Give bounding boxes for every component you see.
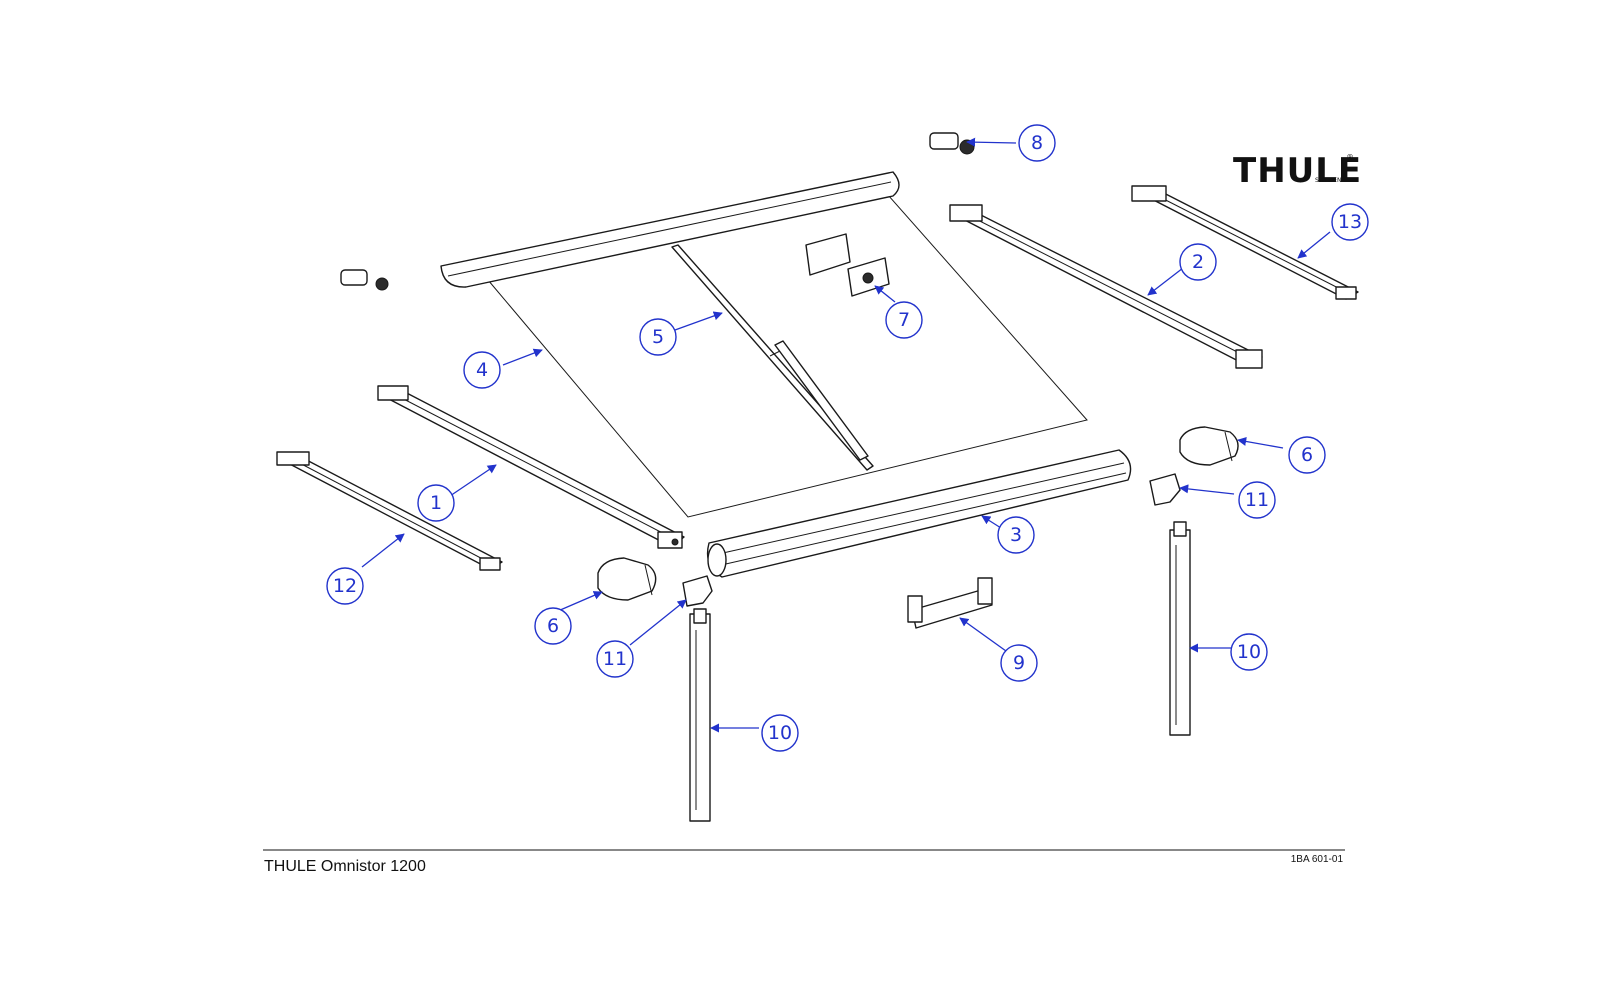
part-end-cap-roller-left bbox=[597, 557, 657, 601]
callout-11b-label: 11 bbox=[1245, 489, 1269, 511]
callout-2-label: 2 bbox=[1192, 251, 1204, 273]
part-left-lower-arm bbox=[276, 451, 503, 571]
part-left-arm bbox=[377, 385, 685, 549]
part-rail-holder bbox=[907, 577, 993, 629]
part-end-cap-roller-right bbox=[1179, 426, 1239, 466]
callout-6b: 6 bbox=[1288, 436, 1326, 474]
callout-1: 1 bbox=[417, 484, 455, 522]
part-leg-left bbox=[689, 608, 711, 822]
part-leg-right bbox=[1169, 521, 1191, 736]
callout-7-label: 7 bbox=[898, 309, 910, 331]
callout-6b-label: 6 bbox=[1301, 444, 1313, 466]
callout-13: 13 bbox=[1331, 203, 1369, 241]
callout-10a: 10 bbox=[761, 714, 799, 752]
callout-12-label: 12 bbox=[333, 575, 357, 597]
callout-leaders bbox=[361, 137, 1331, 733]
part-clamp-right bbox=[1149, 473, 1181, 506]
footer-doc-code: 1BA 601-01 bbox=[1291, 854, 1344, 865]
part-end-cap-screw bbox=[929, 132, 975, 155]
callout-5: 5 bbox=[639, 318, 677, 356]
callout-4-label: 4 bbox=[476, 359, 488, 381]
callout-10b-label: 10 bbox=[1237, 641, 1261, 663]
callout-3: 3 bbox=[997, 516, 1035, 554]
thule-logo-text: THULE bbox=[1233, 151, 1362, 191]
callout-2: 2 bbox=[1179, 243, 1217, 281]
callout-3-label: 3 bbox=[1010, 524, 1022, 546]
part-wall-brackets bbox=[805, 233, 890, 297]
callout-12: 12 bbox=[326, 567, 364, 605]
footer: THULE Omnistor 1200 1BA 601-01 bbox=[263, 849, 1345, 875]
registered-mark: ® bbox=[1346, 153, 1354, 162]
part-end-cap-left bbox=[340, 269, 389, 291]
part-right-arm bbox=[949, 204, 1263, 369]
part-awning-fabric bbox=[440, 171, 1088, 518]
callout-8-label: 8 bbox=[1031, 132, 1043, 154]
callout-7: 7 bbox=[885, 301, 923, 339]
callout-11a-label: 11 bbox=[603, 648, 627, 670]
thule-logo: THULE SWEDEN ® bbox=[1233, 151, 1362, 191]
callout-5-label: 5 bbox=[652, 326, 664, 348]
callout-11b: 11 bbox=[1238, 481, 1276, 519]
part-front-profile bbox=[706, 449, 1132, 578]
callout-10b: 10 bbox=[1230, 633, 1268, 671]
thule-logo-sub: SWEDEN bbox=[1315, 177, 1341, 184]
part-support-pole bbox=[671, 244, 874, 471]
callout-9: 9 bbox=[1000, 644, 1038, 682]
callout-6a-label: 6 bbox=[547, 615, 559, 637]
callout-8: 8 bbox=[1018, 124, 1056, 162]
callout-13-label: 13 bbox=[1338, 211, 1362, 233]
part-clamp-left bbox=[682, 575, 713, 607]
callout-11a: 11 bbox=[596, 640, 634, 678]
part-right-upper-arm bbox=[1131, 185, 1359, 300]
footer-title: THULE Omnistor 1200 bbox=[264, 858, 426, 875]
callout-1-label: 1 bbox=[430, 492, 442, 514]
callout-6a: 6 bbox=[534, 607, 572, 645]
callout-10a-label: 10 bbox=[768, 722, 792, 744]
callout-4: 4 bbox=[463, 351, 501, 389]
callout-9-label: 9 bbox=[1013, 652, 1025, 674]
